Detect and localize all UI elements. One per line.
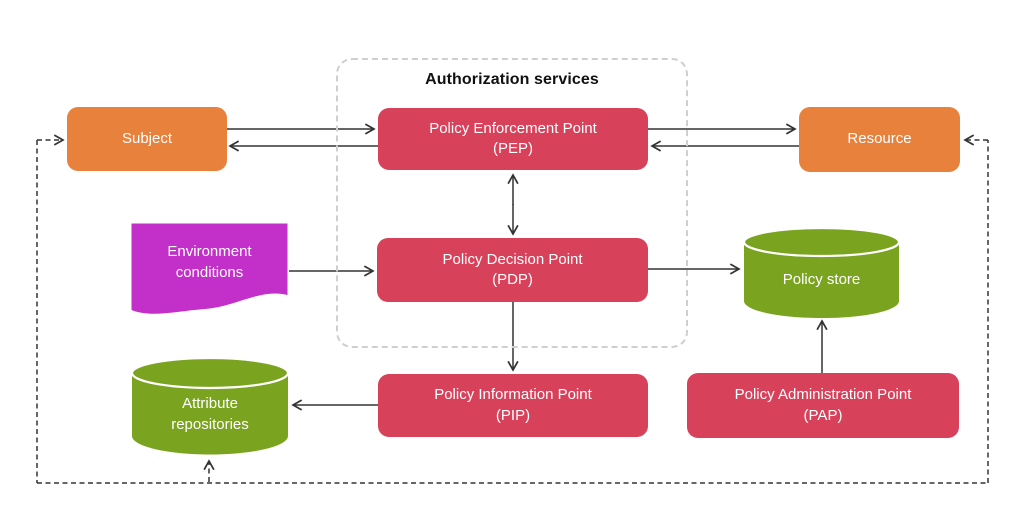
environment-conditions-label: Environment conditions — [167, 243, 252, 281]
cylinder-shape — [131, 357, 289, 455]
cylinder-shape — [743, 227, 900, 318]
node-resource: Resource — [799, 107, 960, 172]
node-attribute-repositories: Attribute repositories — [131, 357, 289, 456]
authorization-services-title: Authorization services — [425, 71, 599, 88]
subject-label: Subject — [121, 129, 173, 147]
pdp-label: Policy Decision Point — [442, 250, 583, 268]
resource-label: Resource — [847, 130, 912, 148]
pep-sublabel: (PEP) — [492, 140, 533, 157]
node-subject: Subject — [67, 107, 227, 171]
pap-label: Policy Administration Point — [734, 386, 912, 404]
pep-label: Policy Enforcement Point — [429, 119, 597, 137]
pip-label: Policy Information Point — [434, 386, 592, 404]
node-policy-store: Policy store — [743, 227, 900, 319]
policy-store-label: Policy store — [782, 270, 861, 288]
pap-sublabel: (PAP) — [803, 406, 843, 424]
node-policy-decision-point: Policy Decision Point (PDP) — [377, 238, 648, 302]
node-policy-information-point: Policy Information Point (PIP) — [378, 374, 648, 437]
pip-sublabel: (PIP) — [495, 406, 531, 424]
attribute-repositories-label: Attribute repositories — [171, 395, 249, 433]
authorization-services-group: Authorization services — [336, 58, 688, 348]
node-environment-conditions: Environment conditions — [131, 223, 288, 318]
node-policy-administration-point: Policy Administration Point (PAP) — [687, 373, 959, 438]
wave-shape — [131, 223, 288, 314]
pdp-sublabel: (PDP) — [492, 271, 533, 288]
node-policy-enforcement-point: Policy Enforcement Point (PEP) — [378, 108, 648, 170]
